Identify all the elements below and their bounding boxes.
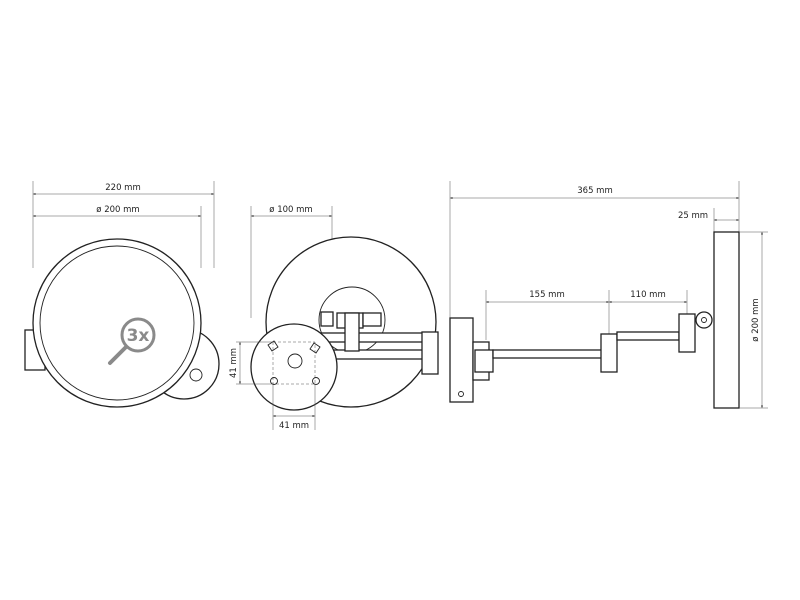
side-view: 365 mm 25 mm 155 mm 110 mm (449, 181, 768, 409)
side-screw (458, 391, 464, 397)
arm-segment-1 (492, 349, 603, 359)
label-total-length: 365 mm (577, 186, 613, 196)
magnifier-icon: 3x (108, 317, 156, 365)
pivot (695, 311, 713, 329)
arm-joint (421, 331, 439, 375)
slot-hole (267, 340, 279, 352)
front-view: 220 mm ø 200 mm 3x (24, 181, 220, 408)
label-mount-width: 41 mm (279, 421, 309, 431)
screw-hole (312, 377, 320, 385)
magnification-badge: 3x (127, 326, 150, 346)
hinge-knuckle-left (320, 311, 334, 327)
screw-cap (189, 368, 203, 382)
hinge-knuckle (362, 312, 382, 327)
front-mirror-inner (39, 245, 195, 401)
label-front-diameter: ø 200 mm (96, 205, 139, 215)
back-view: ø 100 mm 41 mm 41 mm (229, 205, 439, 431)
top-joint (678, 313, 696, 353)
label-front-width: 220 mm (105, 183, 141, 193)
screw-hole (270, 377, 278, 385)
front-mirror-outer (32, 238, 202, 408)
pivot-center (701, 317, 707, 323)
slot-hole (309, 342, 321, 354)
wall-plate-back (250, 323, 338, 411)
arm-segment-2 (616, 331, 680, 341)
base-joint-nut (474, 349, 494, 373)
middle-joint (600, 333, 618, 373)
label-back-diameter: ø 100 mm (269, 205, 312, 215)
label-mount-height: 41 mm (229, 348, 239, 378)
side-mirror (713, 231, 740, 409)
label-mirror-depth: 25 mm (678, 211, 708, 221)
side-wall-plate (449, 317, 474, 403)
hinge-post (344, 312, 360, 352)
mount-square (272, 341, 316, 385)
label-side-diameter: ø 200 mm (751, 298, 761, 341)
label-arm-segment-2: 110 mm (630, 290, 666, 300)
center-hole (287, 353, 303, 369)
label-arm-segment-1: 155 mm (529, 290, 565, 300)
